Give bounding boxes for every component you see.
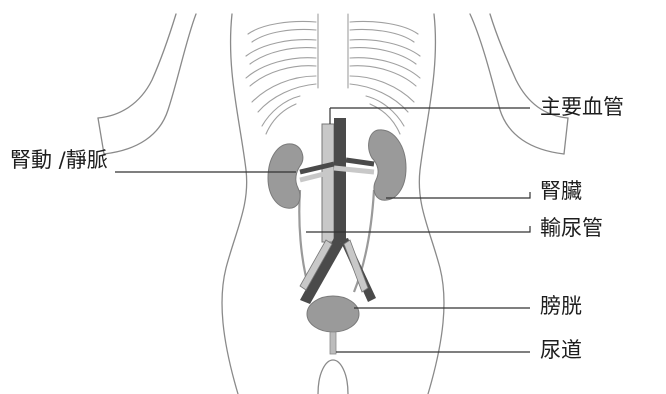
rib-left-1 (248, 22, 316, 35)
aorta (334, 118, 346, 242)
rib-left-2b (250, 48, 316, 64)
rib-right-1 (350, 22, 418, 35)
vena-cava (322, 124, 334, 242)
crotch-outline (318, 360, 348, 394)
rib-right-3 (350, 58, 420, 78)
bladder (307, 296, 359, 332)
leader-kidney (386, 192, 530, 198)
label-kidney: 腎臟 (540, 181, 582, 202)
label-bladder: 膀胱 (540, 296, 582, 317)
label-ureter: 輸尿管 (540, 218, 603, 239)
urethra (330, 332, 336, 354)
rib-left-4b (258, 84, 316, 112)
rib-left-4 (252, 76, 316, 102)
left-renal-vein (300, 174, 324, 180)
left-torso-outline (222, 14, 247, 394)
left-kidney (268, 144, 303, 208)
rib-cage (246, 14, 420, 134)
rib-right-4 (350, 76, 414, 102)
sternum (318, 14, 348, 88)
label-urethra: 尿道 (540, 340, 582, 361)
rib-right-2b (350, 48, 416, 64)
right-torso-outline (419, 14, 444, 394)
right-kidney (369, 130, 406, 200)
rib-left-3 (246, 58, 316, 78)
rib-right-5 (366, 96, 404, 126)
right-arm-side (564, 118, 568, 154)
rib-left-5b (266, 104, 296, 134)
right-renal-artery (346, 160, 374, 164)
left-arm-outline-inner (98, 14, 176, 118)
rib-left-5 (262, 96, 300, 126)
major-vessels (300, 118, 376, 304)
label-renal-vessels: 腎動 /靜脈 (10, 150, 108, 171)
right-arm-outline (470, 14, 564, 154)
label-major-vessels: 主要血管 (540, 97, 624, 118)
